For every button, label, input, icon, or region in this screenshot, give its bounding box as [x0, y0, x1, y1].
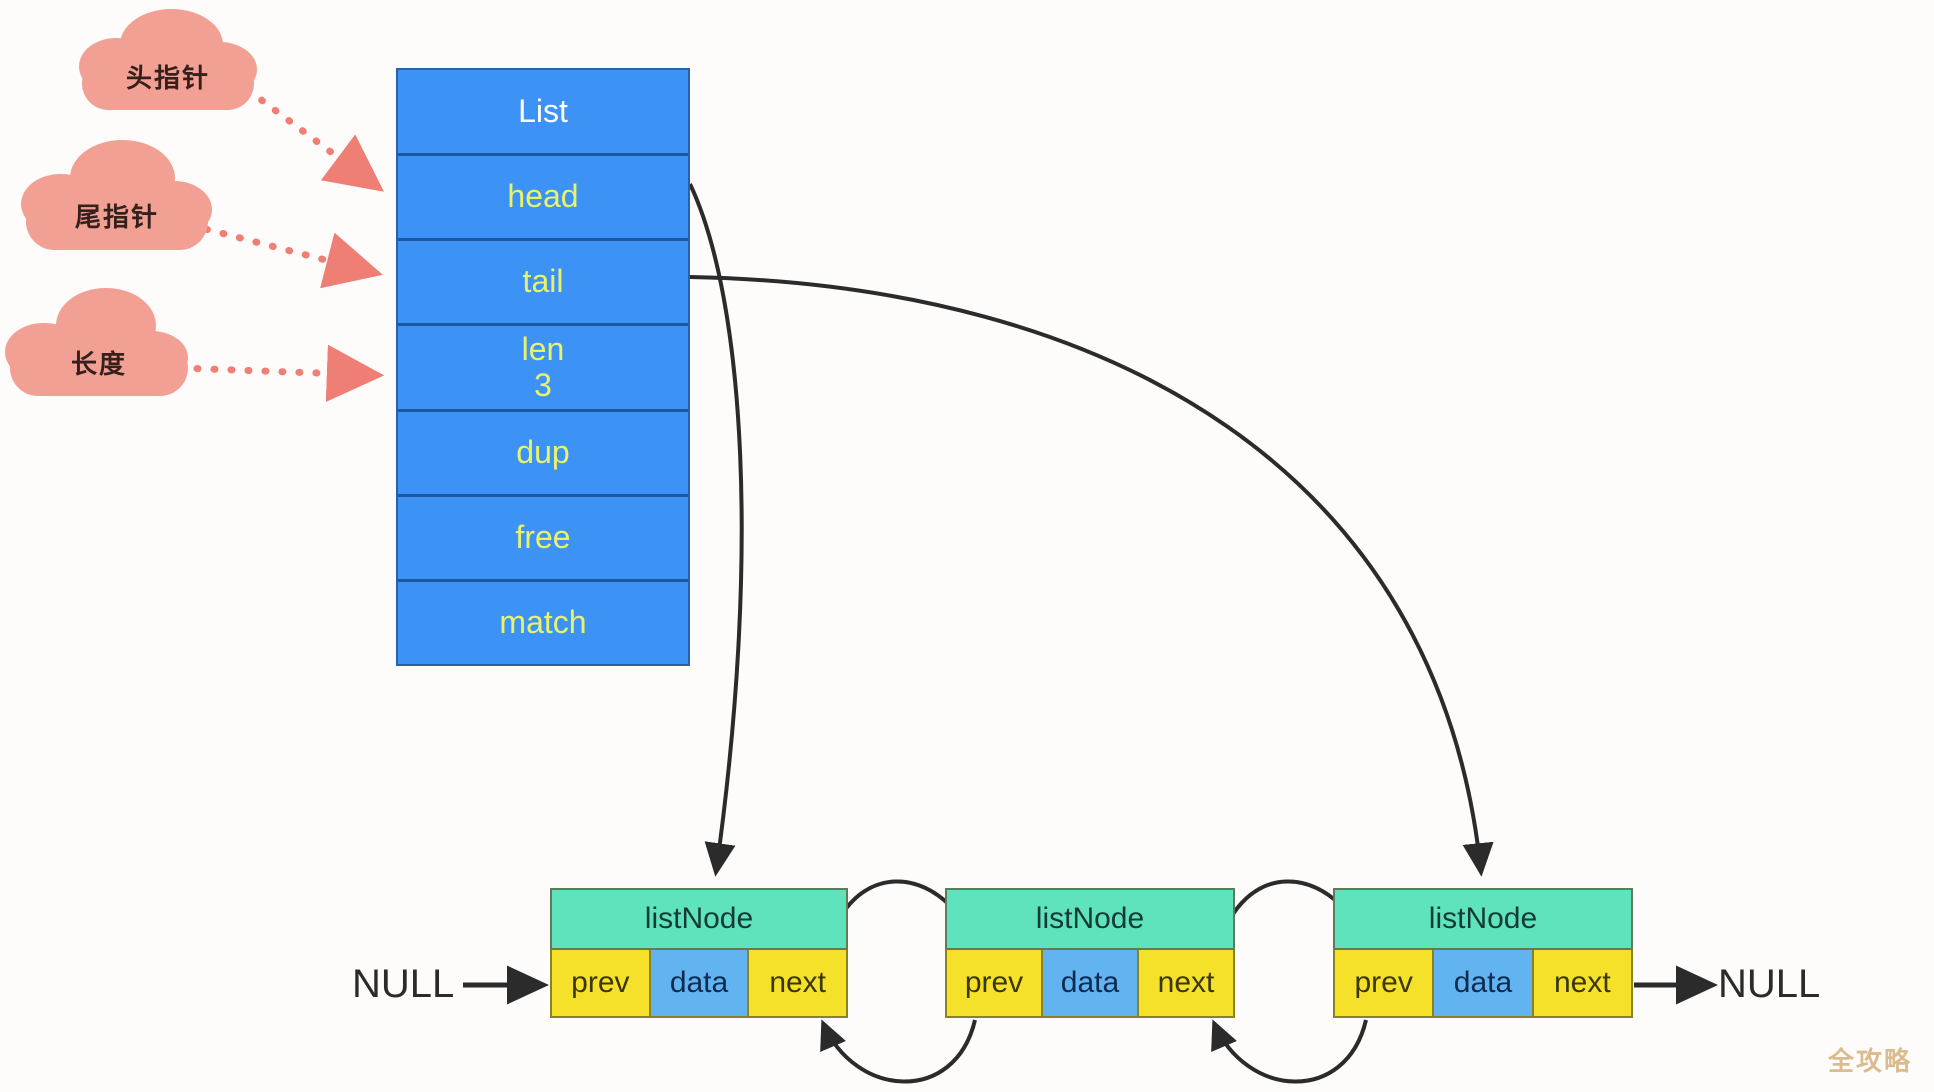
list-row-head: head [398, 156, 688, 241]
list-node-3-title: listNode [1333, 888, 1633, 950]
list-node-2: listNode prev data next [945, 888, 1235, 1018]
list-node-1-data-label: data [669, 966, 729, 999]
cloud-length-label: 长度 [70, 349, 127, 380]
list-node-3-prev: prev [1335, 950, 1435, 1016]
list-row-len-value: 3 [534, 366, 552, 403]
list-node-3-next: next [1533, 950, 1631, 1016]
list-node-1-data: data [650, 950, 750, 1016]
cloud-arrow-tail [186, 221, 383, 289]
list-node-2-prev-label: prev [964, 966, 1024, 999]
list-node-2-title-label: listNode [1035, 902, 1145, 935]
list-row-free: free [398, 497, 688, 582]
list-node-2-prev: prev [947, 950, 1043, 1016]
list-node-3-fields: prev data next [1333, 950, 1633, 1018]
list-row-match: match [398, 582, 688, 664]
list-row-len: len 3 [398, 326, 688, 412]
list-node-1-title: listNode [550, 888, 848, 950]
list-node-3: listNode prev data next [1333, 888, 1633, 1018]
cloud-arrow-len [176, 344, 385, 403]
cloud-head-pointer-label: 头指针 [125, 64, 210, 95]
list-node-1-prev: prev [552, 950, 651, 1016]
list-node-3-prev-label: prev [1354, 966, 1413, 999]
list-row-free-label: free [515, 519, 571, 556]
list-node-1-next: next [749, 950, 847, 1016]
watermark: 全攻略 [1827, 1047, 1912, 1077]
list-row-len-label: len [521, 330, 565, 367]
list-row-tail: tail [398, 241, 688, 326]
list-node-2-next: next [1139, 950, 1233, 1016]
prev-curve-1 [820, 1019, 977, 1084]
tail-pointer-curve [689, 275, 1494, 877]
list-node-2-data-label: data [1060, 966, 1120, 999]
list-row-dup: dup [398, 412, 688, 497]
list-node-3-next-label: next [1553, 966, 1611, 999]
list-row-dup-label: dup [516, 434, 570, 471]
cloud-head-pointer: 头指针 [78, 8, 258, 110]
list-node-2-title: listNode [945, 888, 1235, 950]
list-row-title-label: List [518, 92, 568, 129]
head-pointer-curve [688, 183, 744, 877]
list-node-3-data: data [1434, 950, 1534, 1016]
null-left-label: NULL [352, 962, 455, 1006]
cloud-tail-pointer-label: 尾指针 [74, 203, 159, 234]
cloud-arrow-head [244, 86, 384, 192]
cloud-tail-pointer: 尾指针 [20, 140, 212, 250]
list-row-match-label: match [499, 604, 587, 641]
list-node-1-title-label: listNode [644, 902, 754, 935]
cloud-length: 长度 [4, 288, 188, 396]
list-node-2-fields: prev data next [945, 950, 1235, 1018]
list-node-2-data: data [1043, 950, 1139, 1016]
list-node-1-prev-label: prev [571, 966, 630, 999]
list-node-1-fields: prev data next [550, 950, 848, 1018]
list-row-tail-label: tail [522, 263, 564, 300]
list-node-2-next-label: next [1157, 966, 1215, 999]
list-node-3-data-label: data [1453, 966, 1513, 999]
list-row-title: List [398, 70, 688, 156]
prev-curve-2 [1211, 1019, 1368, 1084]
list-node-3-title-label: listNode [1428, 902, 1538, 935]
null-right-label: NULL [1718, 962, 1821, 1006]
list-node-1: listNode prev data next [550, 888, 848, 1018]
list-struct-box: List head tail len 3 dup free match [396, 68, 690, 666]
list-node-1-next-label: next [769, 966, 827, 999]
list-row-head-label: head [507, 178, 579, 215]
